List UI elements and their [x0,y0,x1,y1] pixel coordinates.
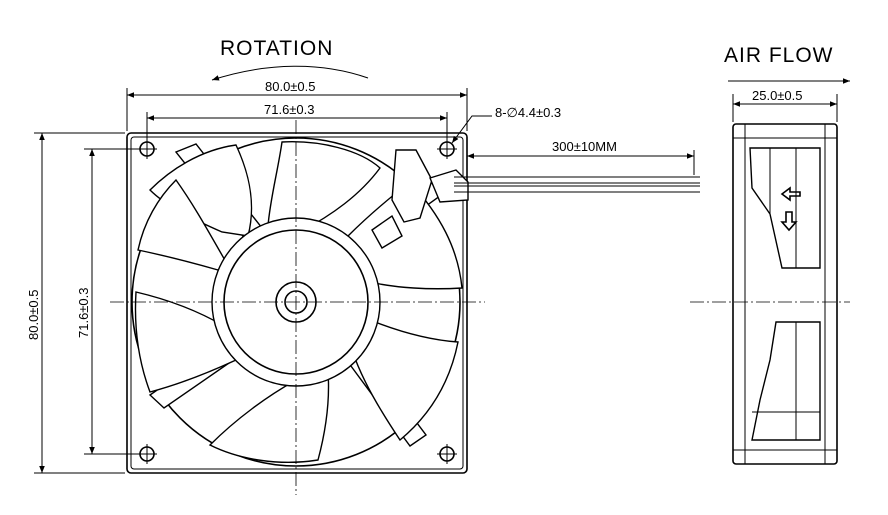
dim-front-height-inner [84,148,140,455]
rotation-label: ROTATION [220,37,333,60]
hole-leader [451,115,492,144]
dim-front-width-outer [126,88,468,131]
front-width-inner-label: 71.6±0.3 [264,102,315,117]
side-frame-outline [732,123,838,465]
front-view [110,120,700,495]
dim-side-thickness [732,94,838,122]
side-thickness-label: 25.0±0.5 [752,88,803,103]
front-height-outer-label: 80.0±0.5 [26,289,41,340]
airflow-left-arrow [780,186,801,202]
fan-blades [134,141,463,463]
lead-wires [454,176,700,193]
rotation-arrow [211,65,369,81]
dim-cable-length [466,140,695,175]
side-view [690,123,850,465]
front-width-outer-label: 80.0±0.5 [265,79,316,94]
dim-front-height-outer [34,132,125,474]
side-lower-housing [751,321,821,441]
mounting-holes-label: 8-∅4.4±0.3 [495,105,561,120]
side-upper-housing [749,147,821,269]
airflow-down-arrow [780,211,798,232]
fan-frame-outer [126,132,468,474]
wire-exit-housing [371,149,469,249]
air-flow-label: AIR FLOW [724,44,834,67]
dim-front-width-inner [146,112,448,141]
front-height-inner-label: 71.6±0.3 [76,287,91,338]
fan-frame-inner [130,136,464,470]
cable-length-label: 300±10MM [552,139,617,154]
